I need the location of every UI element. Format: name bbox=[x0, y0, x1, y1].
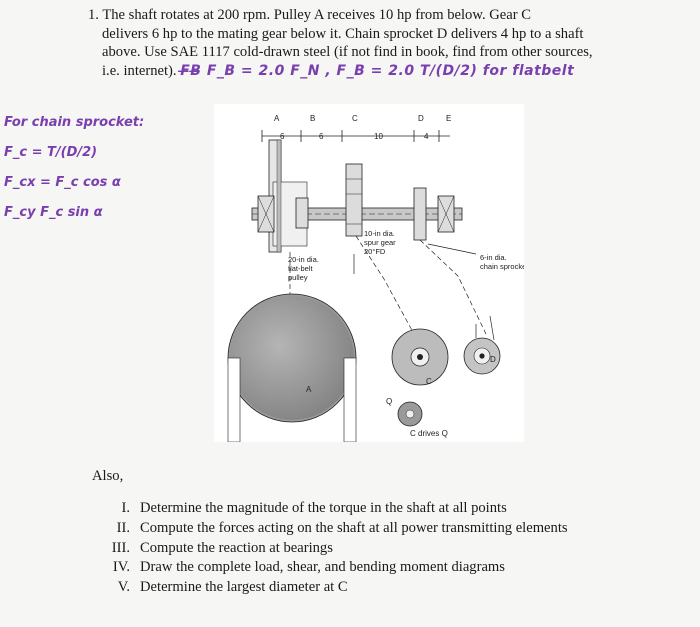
bearing-label-c: C bbox=[352, 114, 358, 123]
pulley-label-line-3: pulley bbox=[288, 273, 308, 282]
mating-gear-label: Q bbox=[386, 397, 392, 406]
handwritten-belt-force: F̶B̶ F_B = 2.0 F_N , F_B = 2.0 T/(D/2) f… bbox=[180, 62, 575, 79]
note-fcx-formula: F_cx = F_c cos α bbox=[4, 175, 121, 190]
sprocket-end-view bbox=[463, 315, 501, 375]
sprocket-side-view bbox=[413, 187, 427, 241]
pulley-side-view bbox=[268, 139, 308, 253]
problem-line-2: delivers 6 hp to the mating gear below i… bbox=[102, 25, 584, 42]
problem-line-4-prefix: i.e. internet). bbox=[102, 62, 177, 79]
question-text: Compute the forces acting on the shaft a… bbox=[140, 519, 568, 536]
question-text: Compute the reaction at bearings bbox=[140, 539, 333, 556]
also-label: Also, bbox=[92, 468, 124, 484]
dimension-bc: 6 bbox=[319, 132, 324, 141]
question-item: II. Compute the forces acting on the sha… bbox=[92, 519, 692, 539]
gear-label-line-1: 10-in dia. bbox=[364, 229, 395, 238]
shaft-diagram: A B C D E 6 6 10 4 bbox=[227, 114, 524, 442]
question-number: II. bbox=[116, 519, 130, 536]
question-text: Determine the magnitude of the torque in… bbox=[140, 500, 507, 516]
dimension-line bbox=[261, 130, 450, 142]
question-number: I. bbox=[121, 500, 130, 516]
bearing-e bbox=[437, 195, 455, 233]
bearing-label-e: E bbox=[446, 114, 451, 123]
question-text: Draw the complete load, shear, and bendi… bbox=[140, 559, 505, 576]
bearing-label-a: A bbox=[274, 114, 280, 123]
pulley-label: 20-in dia. flat-belt pulley bbox=[288, 255, 319, 282]
gear-label-line-2: spur gear bbox=[364, 238, 396, 247]
problem-line-4: i.e. internet). F̶B̶ F_B = 2.0 F_N , F_B… bbox=[88, 62, 688, 81]
gear-label: 10-in dia. spur gear 20°FD bbox=[364, 229, 396, 256]
gear-end-view bbox=[391, 328, 449, 386]
drives-label: C drives Q bbox=[410, 429, 448, 438]
question-item: IV. Draw the complete load, shear, and b… bbox=[92, 558, 692, 578]
bearing-label-d: D bbox=[418, 114, 424, 123]
sprocket-label-line-2: chain sprocket bbox=[480, 262, 524, 271]
dimension-de: 4 bbox=[424, 132, 429, 141]
pulley-label-line-2: flat-belt bbox=[288, 264, 314, 273]
problem-statement: 1. The shaft rotates at 200 rpm. Pulley … bbox=[88, 6, 688, 80]
gear-label-line-3: 20°FD bbox=[364, 247, 386, 256]
sprocket-label-line-1: 6-in dia. bbox=[480, 253, 507, 262]
question-item: V. Determine the largest diameter at C bbox=[92, 578, 692, 598]
note-fcy-formula: F_cy F_c sin α bbox=[4, 205, 103, 220]
note-fc-formula: F_c = T/(D/2) bbox=[4, 145, 98, 160]
pulley-end-view bbox=[227, 293, 357, 442]
pulley-label-line-1: 20-in dia. bbox=[288, 255, 319, 264]
question-number: V. bbox=[117, 579, 130, 596]
dimension-cd: 10 bbox=[374, 132, 383, 141]
bearing-a bbox=[257, 195, 275, 233]
problem-line-3: above. Use SAE 1117 cold-drawn steel (if… bbox=[102, 44, 593, 61]
question-item: III. Compute the reaction at bearings bbox=[92, 539, 692, 559]
handwritten-notes: For chain sprocket: F_c = T/(D/2) F_cx =… bbox=[4, 108, 184, 228]
bearing-label-b: B bbox=[310, 114, 315, 123]
dimension-ab: 6 bbox=[280, 132, 285, 141]
gear-end-label: C bbox=[426, 377, 432, 386]
mating-gear-q bbox=[397, 401, 423, 427]
gear-side-view bbox=[345, 163, 363, 237]
bearing-b bbox=[295, 197, 309, 229]
problem-line-1: 1. The shaft rotates at 200 rpm. Pulley … bbox=[88, 7, 531, 23]
question-text: Determine the largest diameter at C bbox=[140, 579, 348, 596]
question-item: I. Determine the magnitude of the torque… bbox=[92, 499, 692, 519]
note-chain-sprocket: For chain sprocket: bbox=[4, 115, 145, 130]
question-number: IV. bbox=[112, 559, 130, 576]
sprocket-end-label: D bbox=[490, 355, 496, 364]
shaft-figure: A B C D E 6 6 10 4 bbox=[214, 104, 524, 442]
question-list: I. Determine the magnitude of the torque… bbox=[92, 499, 692, 598]
sprocket-label: 6-in dia. chain sprocket bbox=[480, 253, 524, 271]
question-number: III. bbox=[111, 539, 130, 556]
pulley-end-label: A bbox=[306, 385, 312, 394]
